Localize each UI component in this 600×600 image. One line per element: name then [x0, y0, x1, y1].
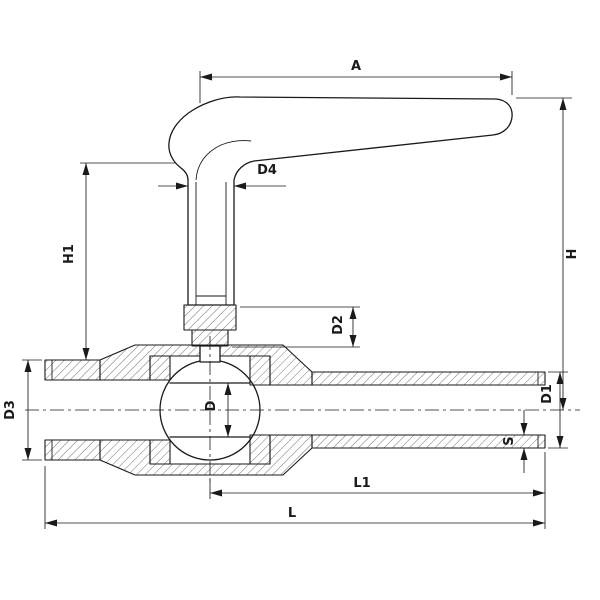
dimension-label-d: D	[204, 400, 219, 411]
right-pipe-wall-bottom	[311, 434, 546, 449]
handle-outline	[168, 96, 513, 306]
dimension-d: D	[204, 383, 232, 437]
seat-right-upper	[249, 355, 271, 386]
dimension-label-d1: D1	[540, 384, 555, 404]
dimension-label-a: A	[351, 59, 361, 74]
dimension-label-l1: L1	[353, 476, 370, 491]
handle-lever	[168, 96, 513, 306]
gland-nut	[183, 304, 237, 331]
left-pipe-wall-top	[44, 359, 101, 381]
dimension-h1: H1	[62, 162, 175, 360]
dimension-label-h1: H1	[62, 244, 77, 264]
dimension-label-s: S	[502, 436, 517, 445]
dimension-d3: D3	[3, 359, 42, 461]
centerlines	[25, 336, 580, 482]
dimension-l: L	[44, 466, 545, 529]
dimension-label-d2: D2	[331, 315, 346, 335]
dimension-label-h: H	[565, 249, 580, 260]
dimension-d1: D1	[540, 371, 568, 449]
dimension-label-d3: D3	[3, 400, 18, 420]
left-pipe-wall-bottom	[44, 439, 101, 461]
dimension-label-d4: D4	[257, 163, 277, 178]
dimension-a: A	[199, 59, 513, 103]
dimension-h: H	[516, 97, 580, 410]
dimension-d4: D4	[158, 163, 286, 190]
right-pipe-wall-top	[311, 371, 546, 386]
seat-left-lower	[149, 439, 171, 465]
dimension-s: S	[502, 410, 528, 473]
seat-right-lower	[249, 434, 271, 465]
dimension-l1: L1	[209, 452, 546, 529]
seat-left-upper	[149, 355, 171, 381]
left-weld-end	[44, 359, 101, 461]
dimension-label-l: L	[288, 506, 296, 521]
right-weld-end	[311, 371, 546, 449]
handle-inner-bend-line	[195, 140, 252, 181]
dimension-d2: D2	[232, 306, 360, 348]
